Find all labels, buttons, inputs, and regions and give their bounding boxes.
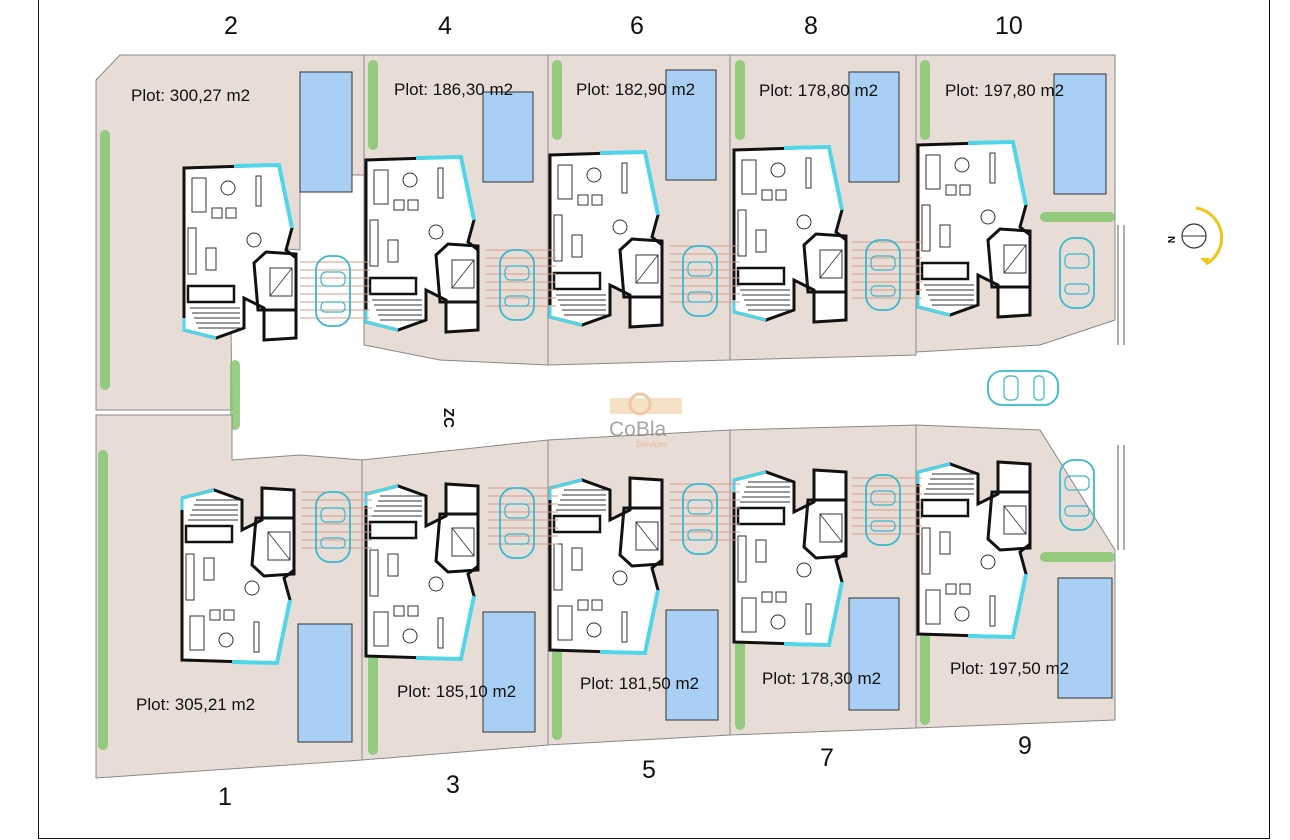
watermark-logo: CoBla Services (609, 392, 682, 449)
hedge (368, 60, 378, 150)
top-row (95, 54, 1116, 430)
pool-5 (665, 609, 719, 721)
plot-number: 10 (995, 12, 1023, 40)
plot-area-label: Plot: 182,90 m2 (576, 80, 695, 99)
plot-number: 2 (224, 12, 238, 40)
hedge (368, 650, 378, 755)
plot-number: 1 (218, 783, 232, 811)
north-arrow-icon (1181, 206, 1224, 266)
pool-7 (848, 597, 900, 711)
pool-3 (482, 611, 536, 733)
hedge (735, 60, 745, 140)
hedge (230, 360, 240, 430)
plot-area-label: Plot: 178,30 m2 (762, 669, 881, 688)
hedge (920, 60, 930, 140)
plot-number: 5 (642, 756, 656, 784)
bottom-plot-numbers: 1 3 5 7 9 (218, 732, 1032, 811)
plot-number: 8 (804, 12, 818, 40)
drawing-frame (38, 0, 1270, 839)
hedge (100, 130, 110, 390)
hedge (552, 60, 562, 140)
hedge (920, 625, 930, 725)
hedge (735, 630, 745, 730)
street-car (987, 370, 1059, 406)
hedge (552, 640, 562, 740)
plot-area-label: Plot: 197,50 m2 (950, 659, 1069, 678)
plot-area-label: Plot: 178,80 m2 (759, 81, 878, 100)
plot-area-label: Plot: 197,80 m2 (945, 81, 1064, 100)
plot-area-label: Plot: 305,21 m2 (136, 695, 255, 714)
pool-2 (299, 71, 353, 193)
plot-area-label: Plot: 181,50 m2 (580, 674, 699, 693)
north-label: N (1165, 236, 1176, 243)
pool-9 (1057, 577, 1113, 699)
pool-1 (297, 623, 353, 743)
hedge (98, 450, 108, 750)
bottom-row (95, 414, 1116, 779)
pool-8 (848, 71, 900, 183)
plot-number: 3 (446, 771, 460, 799)
plot-area-label: Plot: 186,30 m2 (394, 80, 513, 99)
hedge (1040, 552, 1115, 562)
watermark-sub: Services (636, 440, 667, 449)
plot-area-label: Plot: 185,10 m2 (397, 682, 516, 701)
plot-number: 4 (438, 12, 452, 40)
pool-10 (1053, 73, 1107, 195)
top-plot-numbers: 2 4 6 8 10 (224, 12, 1023, 40)
plot-number: 7 (820, 744, 834, 772)
pool-4 (482, 91, 534, 183)
top-plot-areas: Plot: 300,27 m2 Plot: 186,30 m2 Plot: 18… (131, 80, 1064, 105)
bottom-plot-areas: Plot: 305,21 m2 Plot: 185,10 m2 Plot: 18… (136, 659, 1069, 714)
plot-area-label: Plot: 300,27 m2 (131, 86, 250, 105)
street-label: ZC (440, 408, 457, 428)
plot-number: 6 (630, 12, 644, 40)
plot-number: 9 (1018, 732, 1032, 760)
hedge (1040, 212, 1115, 222)
watermark-name: CoBla (609, 418, 667, 441)
pool-6 (665, 69, 717, 181)
